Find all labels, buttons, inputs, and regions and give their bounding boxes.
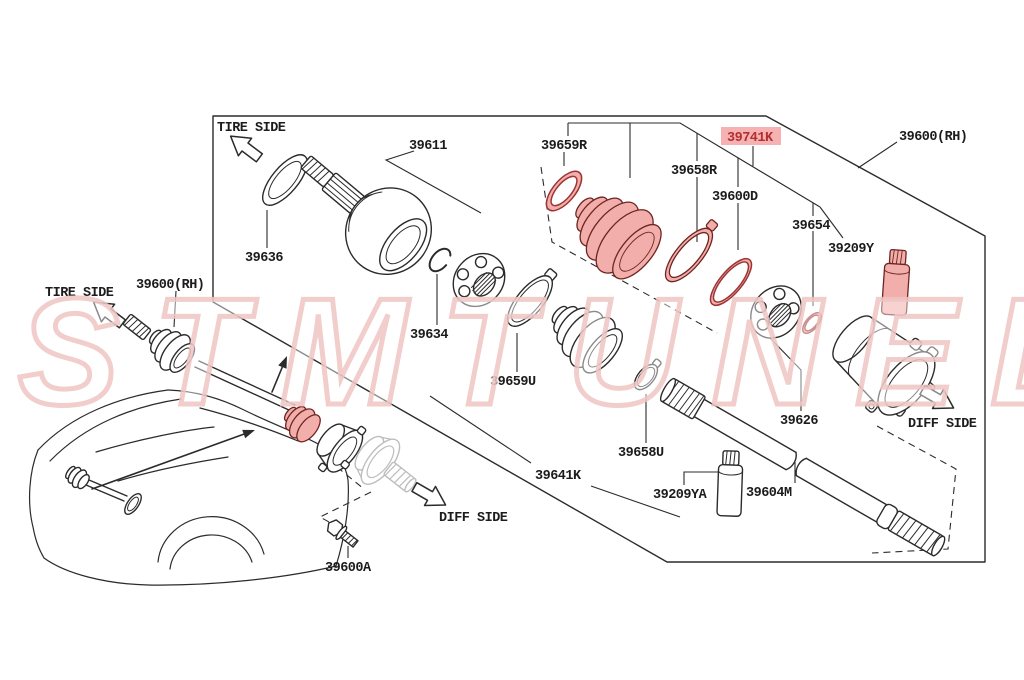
- part-39636-seal: [262, 154, 308, 206]
- label-39741K-highlight: [721, 127, 781, 145]
- label-39626: 39626: [780, 414, 818, 429]
- part-39209Y-grease: [880, 249, 911, 317]
- part-39641K-boot: [551, 305, 623, 374]
- label-39641K: 39641K: [535, 469, 582, 484]
- part-ball-cage: [452, 252, 506, 308]
- car-outline: [29, 389, 349, 586]
- label-39636: 39636: [245, 251, 283, 266]
- stm-tuned-watermark: STMTUNED: [18, 267, 1024, 437]
- label-39654: 39654: [792, 219, 830, 234]
- part-39600A-bolt: [326, 519, 359, 548]
- axle-threads: [122, 313, 152, 341]
- outer-box: [212, 115, 986, 563]
- label-39209YA: 39209YA: [653, 488, 708, 503]
- label-tire-side-top: TIRE SIDE: [217, 121, 286, 136]
- labels: TIRE SIDE TIRE SIDE DIFF SIDE DIFF SIDE …: [45, 121, 977, 576]
- panel-lines: [384, 122, 898, 518]
- label-39611: 39611: [409, 139, 447, 154]
- part-39634-snap-ring: [428, 247, 452, 273]
- up-arrow: [271, 356, 287, 393]
- label-39741K: 39741K: [727, 131, 774, 146]
- axle-outer-boot: [148, 328, 196, 373]
- part-39659U-band: [507, 268, 558, 327]
- label-39600A: 39600A: [325, 561, 372, 576]
- label-leaders: [173, 210, 796, 558]
- label-39604M: 39604M: [746, 486, 792, 501]
- tire-side-top-arrow-icon: [229, 135, 264, 163]
- part-39658R-band-pink: [664, 219, 719, 283]
- label-39659U: 39659U: [490, 375, 536, 390]
- axle-inner-boot-pink: [283, 405, 321, 443]
- label-diff-side-mid: DIFF SIDE: [439, 511, 508, 526]
- label-39600RH-left: 39600(RH): [136, 278, 204, 293]
- label-39209Y: 39209Y: [828, 242, 875, 257]
- assembled-axle-39600: [122, 313, 367, 473]
- dashed-lines: [318, 166, 957, 554]
- part-39626-housing: [832, 315, 939, 417]
- part-39209YA-grease: [716, 450, 744, 517]
- label-39600RH-top: 39600(RH): [899, 130, 967, 145]
- part-39600D-ring-red: [709, 257, 753, 307]
- label-diff-side-right: DIFF SIDE: [908, 417, 977, 432]
- part-39658U-band: [633, 358, 662, 391]
- part-39659R-circlip-pink: [545, 170, 583, 212]
- part-39654-ring-red: [802, 311, 822, 335]
- ghost-diff-flange: [354, 435, 417, 493]
- part-39604M-side-shaft: [659, 377, 946, 557]
- label-39658U: 39658U: [618, 446, 664, 461]
- part-39741K-boot-pink: [575, 196, 662, 280]
- label-39600D: 39600D: [712, 190, 758, 205]
- label-39658R: 39658R: [671, 164, 718, 179]
- axle-flange-housing: [316, 423, 367, 473]
- label-39634: 39634: [410, 328, 448, 343]
- part-spider: [750, 285, 802, 339]
- diff-side-right-arrow-icon: [919, 384, 955, 410]
- locator-arrow: [91, 429, 255, 490]
- label-tire-side-left: TIRE SIDE: [45, 286, 114, 301]
- diff-side-mid-arrow-icon: [411, 481, 447, 507]
- tire-side-left-arrow-icon: [92, 301, 127, 329]
- in-car-axle: [65, 465, 142, 516]
- part-39611-outer-joint: [300, 155, 433, 276]
- label-39659R: 39659R: [541, 139, 588, 154]
